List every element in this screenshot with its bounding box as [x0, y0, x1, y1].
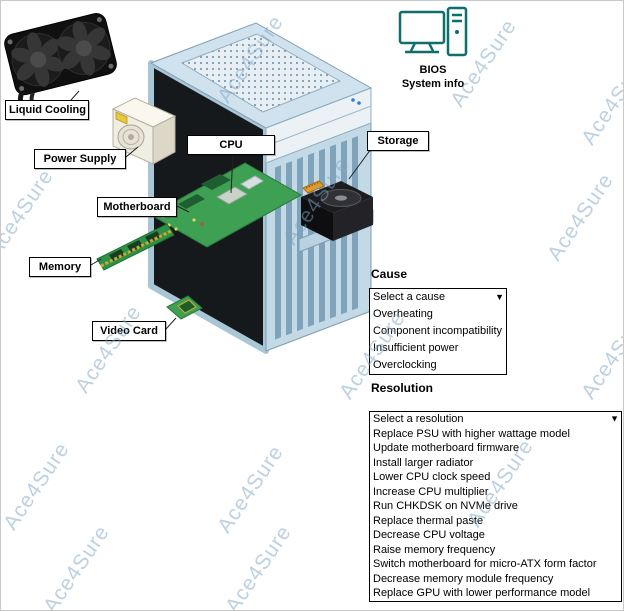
- resolution-option[interactable]: Increase CPU multiplier: [373, 485, 489, 498]
- label-liquid-cooling: Liquid Cooling: [5, 100, 89, 120]
- bios-caption: BIOS System info: [394, 63, 472, 91]
- cause-option[interactable]: Insufficient power: [373, 342, 459, 354]
- resolution-option[interactable]: Switch motherboard for micro-ATX form fa…: [373, 558, 597, 570]
- cause-selected-row[interactable]: Select a cause ▼: [370, 289, 506, 306]
- cause-selected-value: Select a cause: [373, 291, 446, 303]
- resolution-option[interactable]: Replace thermal paste: [373, 514, 484, 527]
- storage-drive-image: [298, 180, 374, 253]
- resolution-title: Resolution: [371, 381, 433, 395]
- resolution-listbox[interactable]: Select a resolution ▼ Replace PSU with h…: [369, 411, 622, 602]
- bios-caption-line2: System info: [401, 78, 465, 90]
- liquid-cooler-image: [4, 13, 117, 111]
- cause-dropdown-arrow-icon[interactable]: ▼: [495, 291, 504, 302]
- label-storage: Storage: [367, 131, 429, 151]
- label-memory: Memory: [29, 257, 91, 277]
- bios-caption-line1: BIOS: [419, 64, 447, 76]
- fan-blades-right: [56, 20, 111, 76]
- label-video-card: Video Card: [92, 321, 166, 341]
- cause-option[interactable]: Overheating: [373, 308, 433, 320]
- bios-icon: [398, 6, 468, 57]
- fan-blades-left: [11, 32, 66, 87]
- resolution-selected-row[interactable]: Select a resolution ▼: [370, 412, 621, 427]
- power-supply-image: [111, 97, 177, 165]
- cause-option[interactable]: Overclocking: [373, 359, 437, 371]
- leader-lines: [70, 90, 372, 330]
- resolution-option[interactable]: Decrease CPU voltage: [373, 529, 485, 541]
- resolution-dropdown-arrow-icon[interactable]: ▼: [610, 413, 619, 424]
- resolution-option[interactable]: Install larger radiator: [373, 456, 474, 469]
- cause-title: Cause: [371, 267, 408, 281]
- video-card-image: [166, 295, 203, 320]
- label-power-supply: Power Supply: [34, 149, 126, 169]
- resolution-option[interactable]: Raise memory frequency: [373, 543, 496, 556]
- resolution-option[interactable]: Decrease memory module frequency: [373, 572, 554, 585]
- resolution-option[interactable]: Replace GPU with lower performance model: [373, 587, 591, 599]
- label-cpu: CPU: [187, 135, 275, 155]
- resolution-option[interactable]: Update motherboard firmware: [373, 442, 520, 454]
- cause-option[interactable]: Component incompatibility: [373, 325, 503, 337]
- label-motherboard: Motherboard: [97, 197, 177, 217]
- memory-image: [96, 223, 175, 271]
- resolution-option[interactable]: Replace PSU with higher wattage model: [373, 427, 570, 440]
- resolution-option[interactable]: Run CHKDSK on NVMe drive: [373, 500, 518, 512]
- resolution-selected-value: Select a resolution: [373, 413, 464, 425]
- resolution-option[interactable]: Lower CPU clock speed: [373, 471, 491, 483]
